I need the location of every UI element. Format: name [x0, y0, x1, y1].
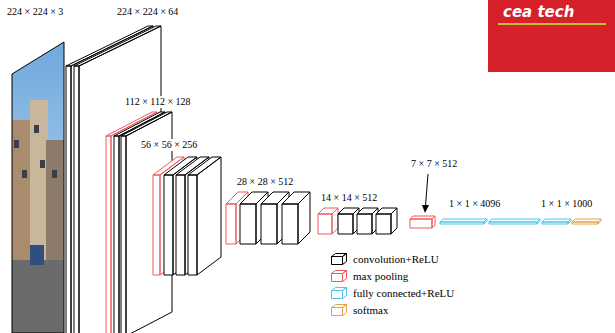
- dimension-label: 112 × 112 × 128: [124, 96, 192, 108]
- legend-swatch: [330, 303, 348, 317]
- legend-swatch: [330, 286, 348, 300]
- legend-swatch: [330, 269, 348, 283]
- legend-box: [332, 270, 347, 281]
- layer-box: [282, 192, 310, 244]
- dimension-label: 1 × 1 × 1000: [540, 198, 593, 210]
- dimension-label: 224 × 224 × 64: [116, 6, 179, 18]
- dimension-label: 28 × 28 × 512: [236, 176, 294, 188]
- dimension-label: 1 × 1 × 4096: [448, 198, 501, 210]
- legend-box: [332, 287, 347, 298]
- logo-text: cea tech: [502, 3, 575, 21]
- leader-arrowhead: [422, 205, 429, 213]
- legend-row: convolution+ReLU: [330, 250, 454, 267]
- legend-box: [332, 253, 347, 264]
- legend-text: softmax: [353, 304, 388, 316]
- legend-text: max pooling: [353, 270, 408, 282]
- legend: convolution+ReLU max pooling fully connect…: [330, 250, 454, 318]
- input-photo: [10, 40, 70, 333]
- leader-line: [426, 174, 429, 206]
- legend-box: [332, 304, 347, 315]
- photo-frame: [12, 42, 64, 333]
- layer-box: [410, 216, 435, 228]
- logo-panel: [488, 0, 615, 72]
- layer-boxes: [66, 26, 601, 333]
- layer-box: [357, 208, 378, 234]
- dimension-label: 224 × 224 × 3: [6, 6, 64, 18]
- layer-box: [572, 219, 601, 224]
- legend-swatch: [330, 252, 348, 266]
- layer-box: [338, 208, 359, 234]
- layer-box: [188, 157, 221, 275]
- dimension-label: 14 × 14 × 512: [320, 192, 378, 204]
- legend-row: softmax: [330, 301, 454, 318]
- legend-text: convolution+ReLU: [353, 253, 439, 265]
- legend-text: fully connected+ReLU: [353, 287, 454, 299]
- layer-box: [440, 219, 487, 224]
- dimension-label: 56 × 56 × 256: [140, 139, 198, 151]
- layer-box: [318, 208, 338, 234]
- dimension-label: 7 × 7 × 512: [410, 158, 458, 170]
- logo-bar: [498, 23, 606, 25]
- legend-row: max pooling: [330, 267, 454, 284]
- legend-row: fully connected+ReLU: [330, 284, 454, 301]
- layer-box: [376, 208, 397, 234]
- layer-box: [542, 219, 571, 224]
- layer-box: [489, 219, 540, 224]
